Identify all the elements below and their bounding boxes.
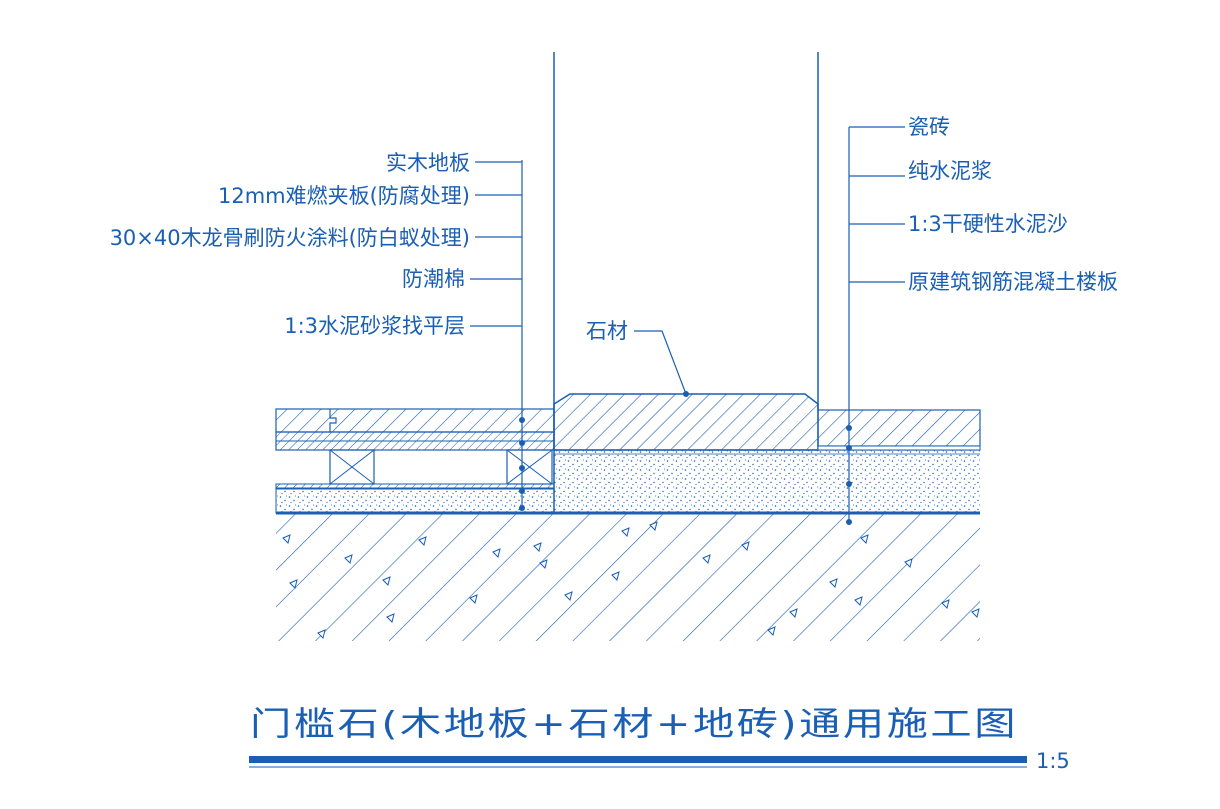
stone-leader-dot	[683, 391, 689, 397]
aggregate-triangle	[621, 527, 630, 537]
label-cement-paste: 纯水泥浆	[908, 159, 992, 183]
aggregate-triangle	[904, 558, 913, 568]
right-leader-ticks	[849, 126, 905, 283]
label-plywood: 12mm难燃夹板(防腐处理)	[218, 184, 470, 208]
solid-wood-floor	[275, 408, 555, 433]
label-moisture: 防潮棉	[402, 267, 465, 291]
floor-tile	[817, 409, 981, 447]
left-leader-dots	[519, 417, 525, 511]
aggregate-triangle	[767, 626, 776, 636]
aggregate-triangle	[941, 599, 950, 609]
concrete-aggregate-marks	[282, 521, 980, 639]
aggregate-triangle	[971, 608, 980, 618]
label-concrete-slab: 原建筑钢筋混凝土楼板	[908, 270, 1118, 294]
aggregate-triangle	[344, 554, 353, 564]
label-keel: 30×40木龙骨刷防火涂料(防白蚁处理)	[110, 226, 470, 250]
right-leader-dot	[846, 425, 852, 431]
label-stone: 石材	[586, 319, 628, 343]
keel-right-cross-b	[506, 449, 553, 485]
label-solid-wood: 实木地板	[386, 151, 470, 175]
aggregate-triangle	[469, 594, 478, 604]
aggregate-triangle	[533, 542, 542, 552]
left-leader-dot	[519, 417, 525, 423]
right-leader-dot	[846, 519, 852, 525]
concrete-slab	[276, 513, 980, 641]
aggregate-triangle	[741, 541, 750, 551]
aggregate-triangle	[854, 596, 863, 606]
threshold-stone	[553, 393, 819, 451]
right-leader-dot	[846, 445, 852, 451]
aggregate-triangle	[418, 536, 427, 546]
aggregate-triangle	[282, 534, 291, 544]
label-dry-mortar: 1:3干硬性水泥沙	[908, 212, 1068, 236]
aggregate-triangle	[317, 629, 326, 639]
title-underline	[249, 756, 1027, 763]
left-leader-dot	[519, 465, 525, 471]
aggregate-triangle	[829, 578, 838, 588]
aggregate-triangle	[386, 613, 395, 623]
right-leader-dot	[846, 481, 852, 487]
aggregate-triangle	[702, 554, 711, 564]
aggregate-triangle	[564, 591, 573, 601]
drawing-scale: 1:5	[1036, 749, 1070, 773]
aggregate-triangle	[611, 571, 620, 581]
tongue-joint	[329, 409, 337, 432]
label-tile: 瓷砖	[908, 115, 950, 139]
drawing-title: 门槛石(木地板+石材+地砖)通用施工图	[250, 704, 1018, 743]
label-leveling: 1:3水泥砂浆找平层	[284, 314, 465, 338]
aggregate-triangle	[860, 534, 869, 544]
left-leader-dot	[519, 488, 525, 494]
stone-leader-line	[634, 330, 687, 395]
aggregate-triangle	[382, 576, 391, 586]
aggregate-triangle	[649, 521, 658, 531]
leveling-layer	[275, 487, 555, 514]
aggregate-triangle	[492, 548, 501, 558]
mortar-bed	[554, 450, 980, 513]
left-leader-ticks	[470, 161, 522, 327]
right-leader-dots	[846, 425, 852, 525]
keel-left-cross-b	[329, 449, 375, 485]
aggregate-triangle	[289, 579, 298, 589]
moisture-layer	[275, 483, 555, 490]
aggregate-triangle	[539, 559, 548, 569]
cement-paste	[817, 445, 981, 451]
aggregate-triangle	[789, 608, 798, 618]
left-leader-dot	[519, 505, 525, 511]
left-leader-dot	[519, 440, 525, 446]
